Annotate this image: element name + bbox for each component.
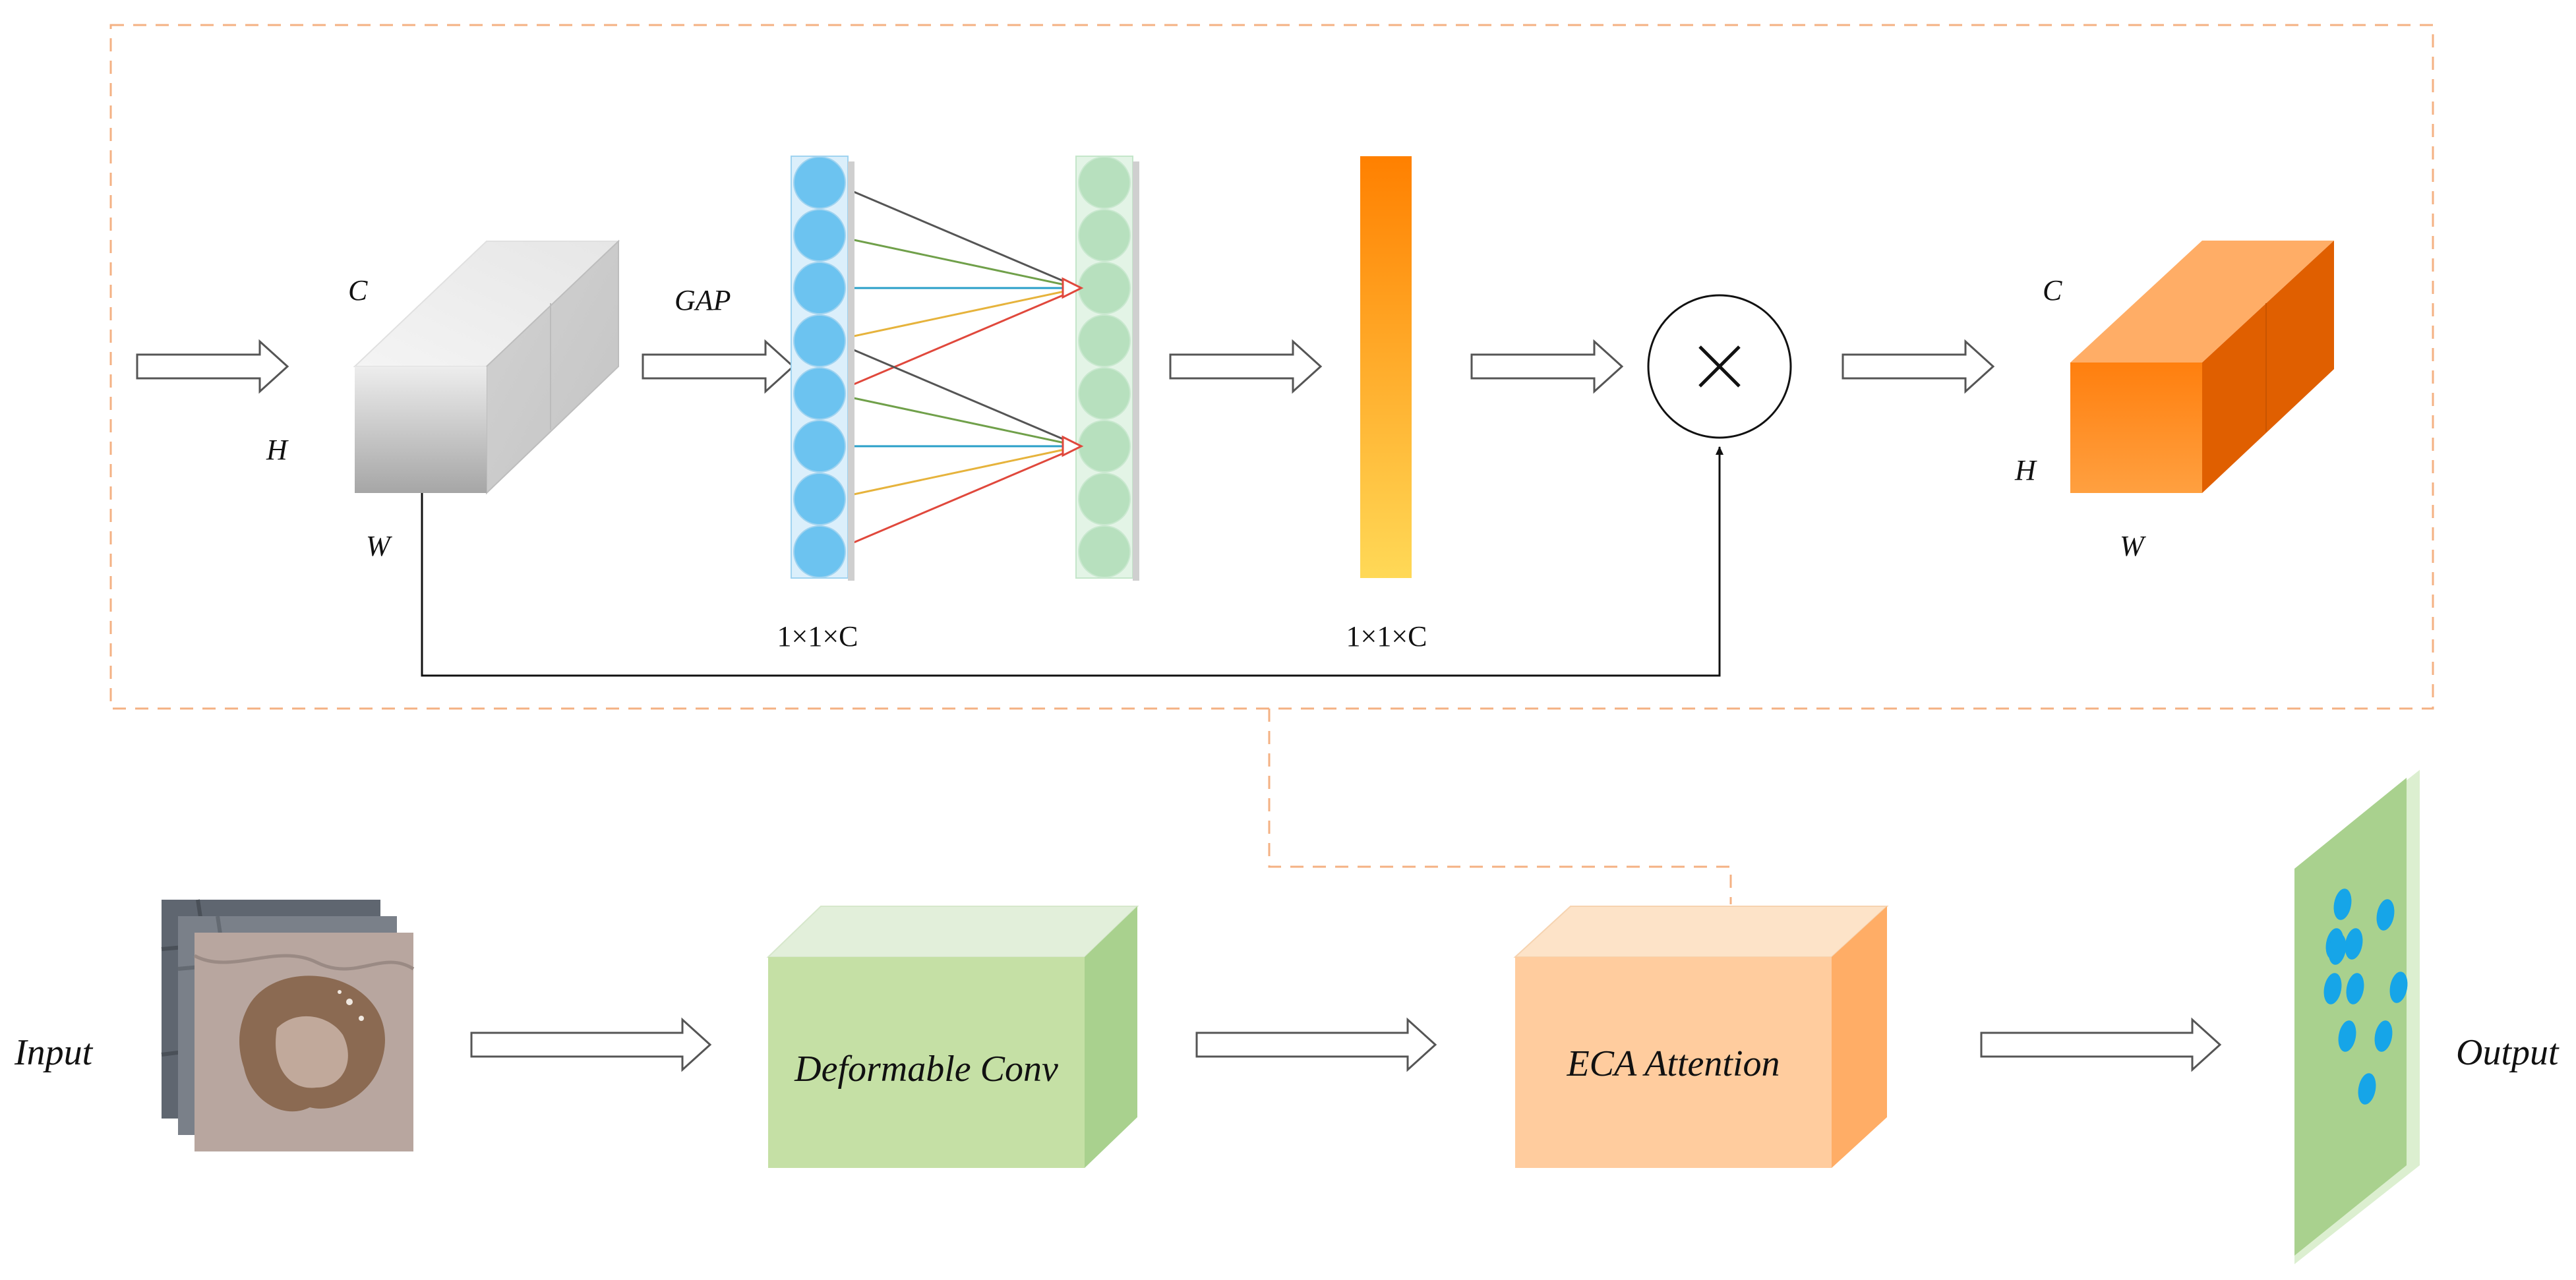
green-node <box>1078 209 1131 262</box>
connection-arrowhead <box>1062 435 1084 457</box>
blue-node <box>793 420 846 473</box>
output-detection-dot <box>2374 1020 2393 1052</box>
green-node <box>1078 420 1131 473</box>
eca-attention-block <box>1513 906 1889 1168</box>
node-connections <box>831 181 1081 553</box>
connection-line <box>831 445 1081 553</box>
output-cube-c-label: C <box>2043 274 2062 306</box>
connection-line <box>831 392 1081 448</box>
output-detection-dot <box>2333 888 2352 920</box>
blue-node <box>793 262 846 314</box>
input-label: Input <box>14 1032 94 1073</box>
eca-attention-label: ECA Attention <box>1566 1043 1780 1084</box>
output-detection-dot <box>2376 899 2395 931</box>
arrow-gap <box>642 339 795 394</box>
output-detection-dot <box>2323 973 2342 1004</box>
input-feature-cube <box>353 239 620 495</box>
blue-node <box>793 367 846 420</box>
blue-node <box>793 473 846 525</box>
green-node <box>1078 473 1131 525</box>
green-node <box>1078 525 1131 578</box>
arrow-input-to-conv <box>470 1017 712 1072</box>
output-cube-h-label: H <box>2014 454 2037 486</box>
output-detection-dot <box>2389 972 2408 1003</box>
connection-line <box>831 234 1081 289</box>
arrow-conv-to-eca <box>1195 1017 1437 1072</box>
input-cube-h-label: H <box>266 434 289 466</box>
connection-line <box>831 287 1081 342</box>
connection-line <box>831 339 1081 448</box>
pooled-vector-column <box>791 156 854 581</box>
input-image-stack <box>161 899 415 1151</box>
blue-node <box>793 156 846 209</box>
pooled-vector-dims-label: 1×1×C <box>777 620 858 653</box>
output-plane <box>2294 770 2420 1264</box>
arrow-to-multiply <box>1470 339 1624 394</box>
weights-dims-label: 1×1×C <box>1346 620 1427 653</box>
multiply-node <box>1647 294 1792 439</box>
output-detection-dot <box>2346 973 2364 1004</box>
output-detection-dot <box>2345 928 2363 960</box>
arrow-to-weights <box>1169 339 1323 394</box>
blue-node <box>793 209 846 262</box>
green-node <box>1078 156 1131 209</box>
arrow-into-input-cube <box>136 339 289 394</box>
output-detection-dot <box>2358 1073 2376 1105</box>
attention-weights-bar <box>1360 156 1412 578</box>
eca-detail-connector <box>1268 709 1732 904</box>
eca-flow-arrows <box>136 339 1995 394</box>
output-detection-dot <box>2328 933 2347 965</box>
blue-node <box>793 314 846 367</box>
connection-line <box>831 445 1081 500</box>
green-node <box>1078 262 1131 314</box>
connection-line <box>831 181 1081 289</box>
arrow-eca-to-output <box>1980 1017 2222 1072</box>
connection-arrowhead <box>1062 277 1084 299</box>
connection-line <box>831 287 1081 395</box>
output-feature-cube <box>2070 241 2334 493</box>
output-detection-dot <box>2338 1020 2356 1052</box>
arrow-to-output-cube <box>1842 339 1995 394</box>
deformable-conv-block <box>766 906 1139 1168</box>
pipeline-flow-arrows <box>470 1017 2222 1072</box>
node-arrowheads <box>1062 277 1084 457</box>
green-node <box>1078 314 1131 367</box>
skip-connection-line <box>421 446 1723 677</box>
deformable-conv-label: Deformable Conv <box>794 1049 1058 1090</box>
conv1d-output-column <box>1075 156 1139 581</box>
output-cube-w-label: W <box>2120 530 2146 562</box>
output-label: Output <box>2456 1032 2560 1073</box>
input-cube-c-label: C <box>348 274 368 306</box>
input-cube-w-label: W <box>366 530 392 562</box>
green-node <box>1078 367 1131 420</box>
blue-node <box>793 525 846 578</box>
gap-label: GAP <box>674 284 731 316</box>
